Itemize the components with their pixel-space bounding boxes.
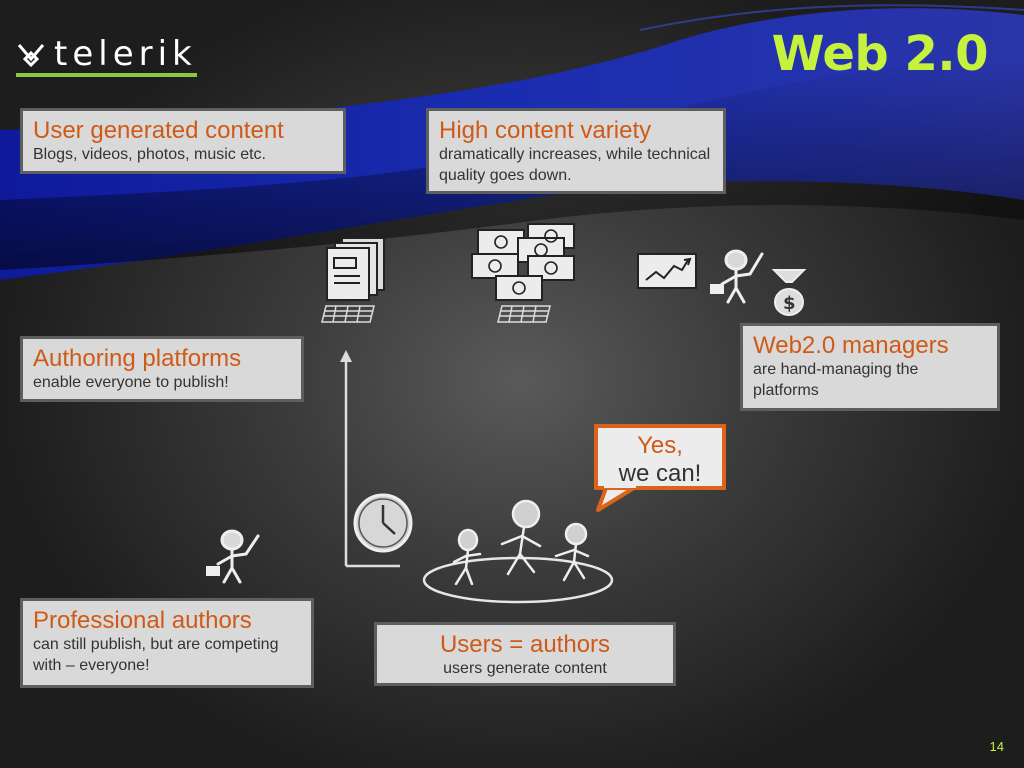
chart-icon — [637, 253, 697, 289]
bubble-line-1: Yes, — [637, 432, 683, 459]
speech-bubble-tail — [596, 484, 636, 512]
logo-underline — [16, 73, 197, 77]
speech-bubble: Yes, we can! — [594, 424, 726, 490]
telerik-logo-icon — [17, 44, 45, 68]
brand-name: telerik — [54, 34, 197, 74]
keyboard-icon — [321, 305, 375, 323]
box-heading: User generated content — [33, 117, 284, 144]
box-subtext: enable everyone to publish! — [33, 374, 229, 391]
box-subtext: are hand-managing the platforms — [753, 361, 919, 399]
box-subtext: users generate content — [443, 660, 607, 677]
telerik-logo: telerik — [16, 30, 197, 78]
documents-stack-icon — [321, 237, 385, 323]
photo-collage-icon — [471, 223, 575, 323]
professional-author-icon — [206, 529, 260, 584]
manager-figure-icon — [710, 249, 764, 304]
box-heading: High content variety — [439, 117, 652, 144]
box-heading: Users = authors — [439, 631, 611, 658]
svg-text:$: $ — [783, 293, 796, 314]
box-subtext: can still publish, but are competing wit… — [33, 636, 279, 674]
page-number: 14 — [989, 739, 1004, 754]
box-subtext: Blogs, videos, photos, music etc. — [33, 146, 266, 163]
slide-title: Web 2.0 — [771, 26, 989, 82]
bubble-line-2: we can! — [618, 460, 702, 487]
box-professional-authors: Professional authors can still publish, … — [20, 598, 314, 688]
box-web20-managers: Web2.0 managers are hand-managing the pl… — [740, 323, 1000, 411]
money-funnel-icon: $ — [771, 269, 807, 316]
box-user-generated-content: User generated content Blogs, videos, ph… — [20, 108, 346, 174]
box-heading: Web2.0 managers — [753, 332, 949, 359]
arrow-up-icon — [340, 350, 400, 568]
clock-icon — [353, 493, 413, 553]
box-heading: Professional authors — [33, 607, 252, 634]
box-heading: Authoring platforms — [33, 345, 242, 372]
box-authoring-platforms: Authoring platforms enable everyone to p… — [20, 336, 304, 402]
keyboard-icon — [497, 305, 551, 323]
box-users-authors: Users = authors users generate content — [374, 622, 676, 686]
box-high-content-variety: High content variety dramatically increa… — [426, 108, 726, 194]
users-group-icon — [422, 499, 614, 604]
box-subtext: dramatically increases, while technical … — [439, 146, 711, 184]
